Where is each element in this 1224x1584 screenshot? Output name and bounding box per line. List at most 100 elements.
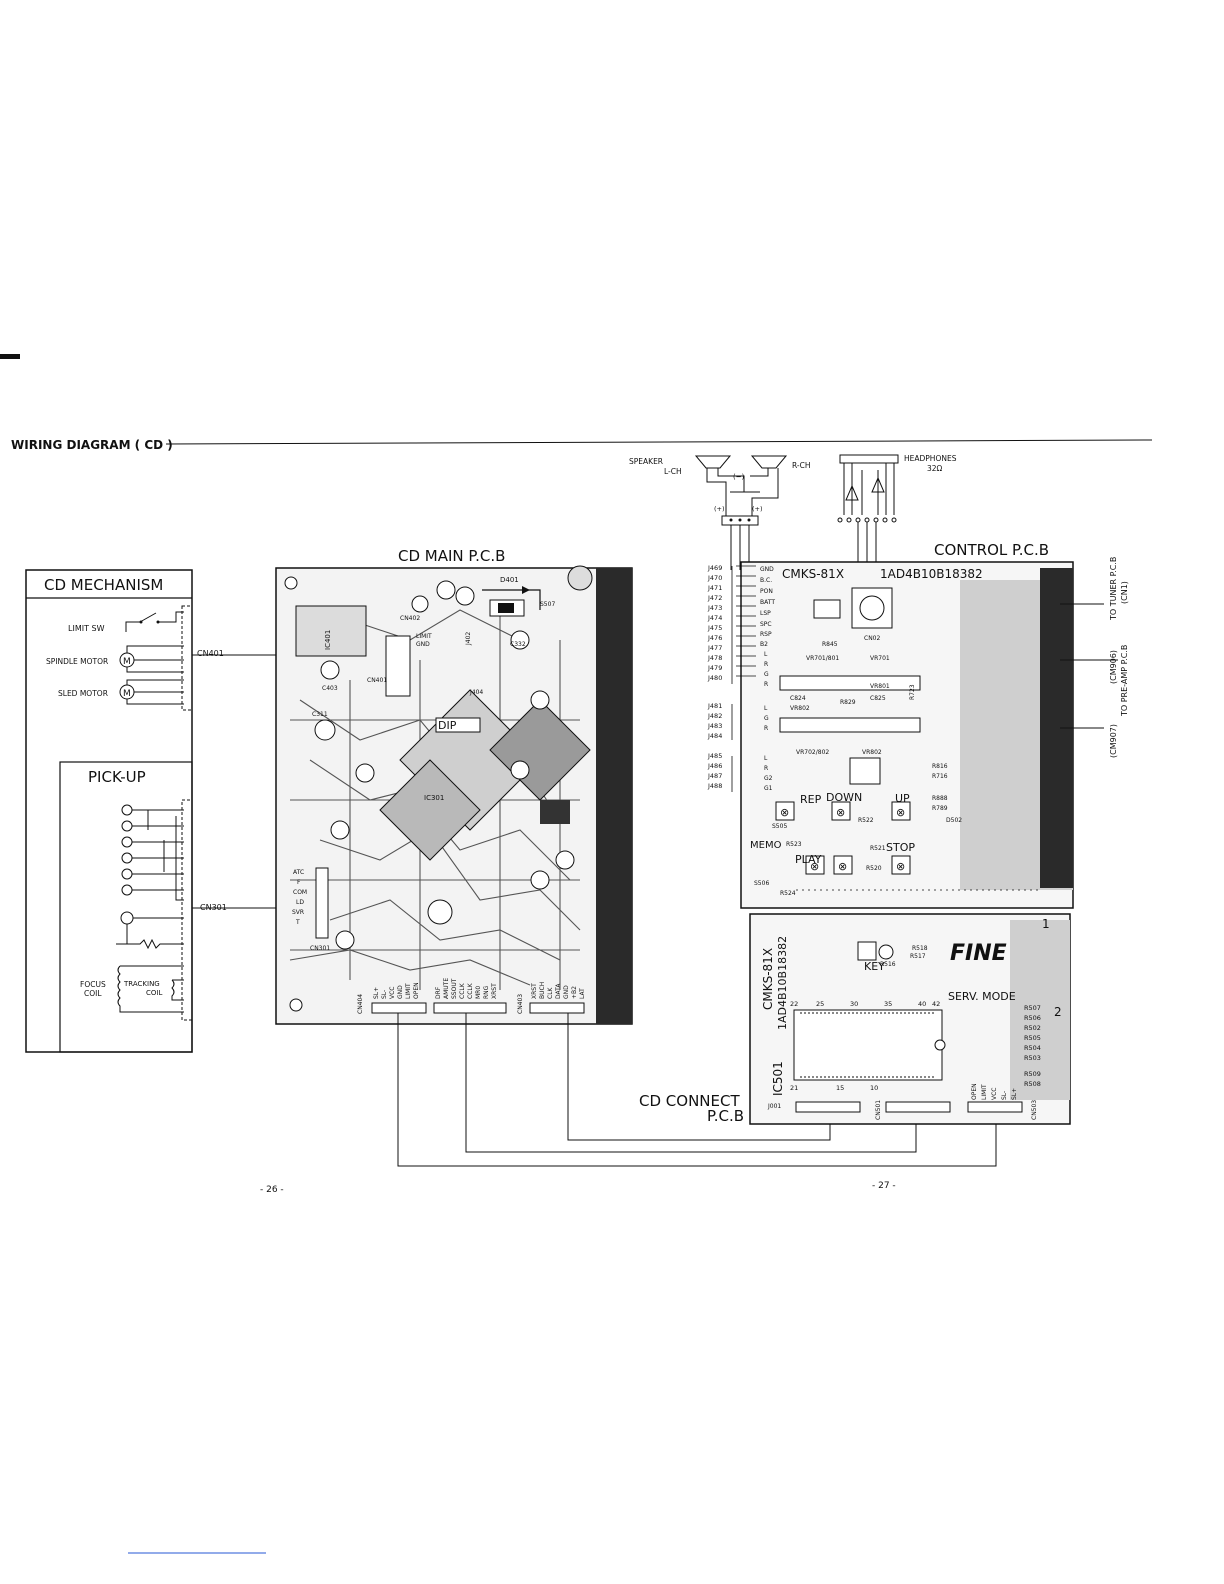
svg-text:J478: J478 bbox=[707, 654, 722, 662]
svg-text:S505: S505 bbox=[772, 823, 787, 830]
headphone-jack-icon bbox=[839, 454, 899, 464]
svg-text:CN02: CN02 bbox=[864, 635, 880, 642]
svg-text:40: 40 bbox=[918, 1000, 926, 1008]
svg-text:CN503: CN503 bbox=[1031, 1100, 1038, 1120]
svg-text:VR802: VR802 bbox=[862, 749, 882, 756]
svg-text:R: R bbox=[764, 661, 768, 668]
cn503-header bbox=[967, 1101, 1023, 1113]
spindle-motor-label: SPINDLE MOTOR bbox=[46, 657, 108, 666]
svg-text:J472: J472 bbox=[707, 594, 722, 602]
play-key-label: PLAY bbox=[795, 853, 822, 866]
svg-text:CCLK: CCLK bbox=[459, 982, 466, 999]
svg-text:SVR: SVR bbox=[292, 909, 304, 916]
svg-text:R845: R845 bbox=[822, 641, 838, 648]
svg-text:L: L bbox=[764, 755, 768, 762]
scan-mark bbox=[0, 354, 20, 359]
svg-text:R504: R504 bbox=[1024, 1044, 1041, 1052]
svg-text:J475: J475 bbox=[707, 624, 722, 632]
svg-text:VCC: VCC bbox=[991, 1088, 998, 1100]
svg-text:G1: G1 bbox=[764, 785, 773, 792]
svg-text:R723: R723 bbox=[909, 684, 916, 700]
svg-text:SL+: SL+ bbox=[373, 987, 380, 999]
svg-text:MR0: MR0 bbox=[475, 986, 482, 999]
svg-text:PON: PON bbox=[760, 588, 773, 595]
svg-text:10: 10 bbox=[870, 1084, 878, 1092]
svg-text:SL+: SL+ bbox=[1011, 1088, 1018, 1100]
mechanism-title: CD MECHANISM bbox=[44, 576, 163, 594]
cn501-header bbox=[795, 1101, 861, 1113]
svg-text:R508: R508 bbox=[1024, 1080, 1041, 1088]
svg-text:LAT: LAT bbox=[579, 988, 586, 999]
svg-text:⊗: ⊗ bbox=[896, 860, 905, 873]
svg-text:S507: S507 bbox=[540, 601, 555, 608]
svg-text:LIMIT: LIMIT bbox=[416, 633, 432, 640]
svg-text:J486: J486 bbox=[707, 762, 722, 770]
svg-text:D502: D502 bbox=[946, 817, 962, 824]
title-rule bbox=[165, 439, 1153, 445]
svg-text:IC401: IC401 bbox=[324, 630, 332, 650]
svg-text:C332: C332 bbox=[510, 641, 526, 648]
svg-text:J476: J476 bbox=[707, 634, 722, 642]
focus-coil-label: FOCUS bbox=[80, 980, 106, 989]
svg-text:R518: R518 bbox=[912, 945, 928, 952]
svg-text:XRST: XRST bbox=[491, 983, 498, 999]
svg-text:R517: R517 bbox=[910, 953, 926, 960]
limit-sw-label: LIMIT SW bbox=[68, 624, 105, 633]
cd-main-pcb: CD MAIN P.C.B IC401 DIP IC3 bbox=[275, 547, 633, 1025]
svg-text:P.C.B: P.C.B bbox=[707, 1107, 744, 1125]
svg-text:15: 15 bbox=[836, 1084, 844, 1092]
svg-text:J488: J488 bbox=[707, 782, 722, 790]
svg-text:21: 21 bbox=[790, 1084, 798, 1092]
svg-text:⊗: ⊗ bbox=[838, 860, 847, 873]
svg-text:J402: J402 bbox=[465, 632, 472, 646]
svg-text:G: G bbox=[764, 715, 769, 722]
svg-text:GND: GND bbox=[397, 985, 404, 999]
svg-text:30: 30 bbox=[850, 1000, 858, 1008]
svg-text:J484: J484 bbox=[707, 732, 722, 740]
svg-text:BATT: BATT bbox=[760, 599, 775, 606]
main-dsp-chip bbox=[379, 689, 591, 861]
svg-text:C825: C825 bbox=[870, 695, 886, 702]
ic501-label: IC501 bbox=[771, 1061, 785, 1096]
svg-text:OPEN: OPEN bbox=[971, 1083, 978, 1100]
svg-text:COIL: COIL bbox=[146, 989, 162, 997]
harness-wires bbox=[397, 1013, 997, 1167]
svg-text:L: L bbox=[764, 651, 768, 658]
svg-text:CLK: CLK bbox=[547, 986, 554, 999]
svg-text:CCLK: CCLK bbox=[467, 982, 474, 999]
svg-text:SL-: SL- bbox=[1001, 1091, 1008, 1100]
svg-text:LIMIT: LIMIT bbox=[405, 983, 412, 999]
svg-text:J477: J477 bbox=[707, 644, 722, 652]
svg-text:GND: GND bbox=[760, 566, 774, 573]
svg-text:J001: J001 bbox=[767, 1103, 781, 1110]
cn403-connector bbox=[529, 1002, 585, 1014]
up-key-label: UP bbox=[895, 792, 910, 805]
to-preamp-label: TO PRE-AMP P.C.B bbox=[1120, 645, 1129, 717]
svg-text:J473: J473 bbox=[707, 604, 722, 612]
svg-text:25: 25 bbox=[816, 1000, 824, 1008]
svg-text:L-CH: L-CH bbox=[664, 467, 682, 476]
cn404-connector bbox=[371, 1002, 427, 1014]
svg-text:J471: J471 bbox=[707, 584, 722, 592]
svg-text:XRST: XRST bbox=[531, 983, 538, 999]
svg-text:AMUTE: AMUTE bbox=[443, 978, 450, 999]
svg-text:R506: R506 bbox=[1024, 1014, 1041, 1022]
svg-text:35: 35 bbox=[884, 1000, 892, 1008]
svg-text:VR802: VR802 bbox=[790, 705, 810, 712]
svg-text:(+): (+) bbox=[752, 505, 763, 513]
dip-label: DIP bbox=[438, 719, 457, 732]
svg-text:ATC: ATC bbox=[293, 869, 304, 876]
memo-key-label: MEMO bbox=[750, 840, 782, 851]
svg-text:R888: R888 bbox=[932, 795, 948, 802]
d401-label: D401 bbox=[500, 576, 519, 584]
speaker-left-icon bbox=[694, 455, 732, 469]
svg-text:32Ω: 32Ω bbox=[927, 464, 943, 473]
svg-text:LIMIT: LIMIT bbox=[981, 1084, 988, 1100]
svg-text:J404: J404 bbox=[469, 689, 483, 696]
focus-coil-symbol bbox=[117, 965, 184, 1013]
svg-text:CN402: CN402 bbox=[400, 615, 420, 622]
cd-main-title: CD MAIN P.C.B bbox=[398, 547, 505, 565]
control-pcb: CONTROL P.C.B CMKS-81X 1AD4B10B18382 J46… bbox=[707, 541, 1074, 909]
key-label: KEY bbox=[864, 960, 885, 973]
